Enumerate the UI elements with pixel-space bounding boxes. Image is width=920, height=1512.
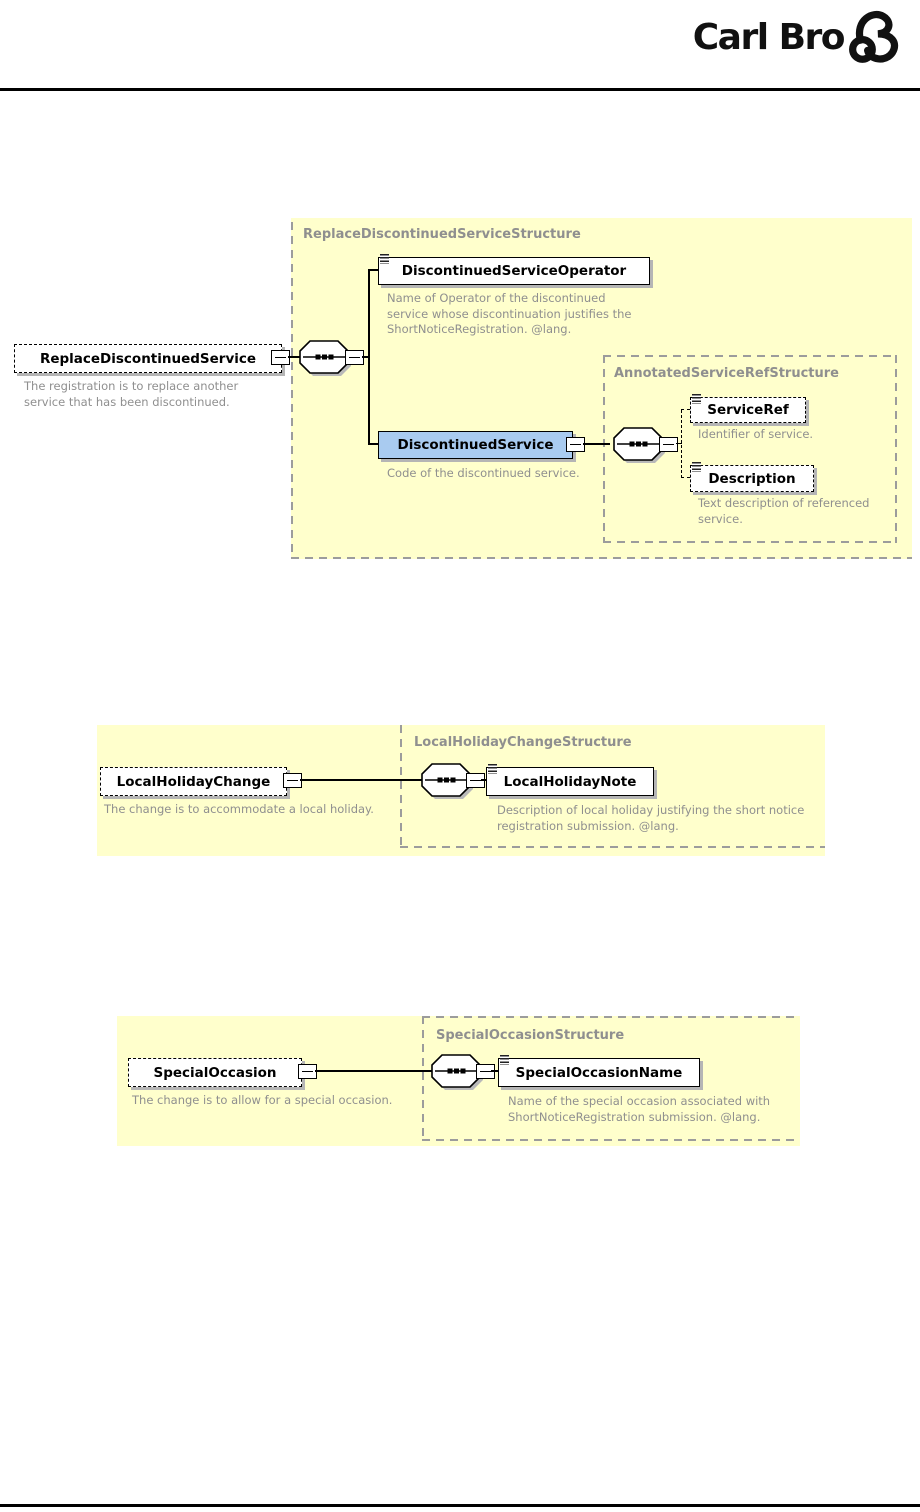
element-specialoccasion: SpecialOccasion — [128, 1058, 302, 1087]
substructure-border-left — [603, 355, 605, 543]
header-rule — [0, 88, 920, 91]
annotation: Identifier of service. — [698, 427, 814, 441]
structure-label: SpecialOccasionStructure — [436, 1028, 625, 1043]
structure-border-left — [400, 725, 402, 848]
element-label: Description — [708, 470, 796, 487]
annotation: Name of Operator of the discontinued ser… — [387, 291, 632, 336]
connector-line-dashed — [681, 477, 690, 478]
annotation: The registration is to replace another s… — [24, 379, 239, 409]
collapse-button — [345, 350, 364, 365]
collapse-button — [659, 437, 678, 452]
text-content-icon — [488, 764, 497, 774]
annotation: Code of the discontinued service. — [387, 466, 580, 480]
annotation: Text description of referenced service. — [698, 496, 870, 526]
element-discontinuedservice: DiscontinuedService — [378, 431, 573, 459]
sequence-icon — [613, 427, 665, 463]
collapse-button — [298, 1064, 317, 1079]
text-content-icon — [692, 394, 701, 404]
text-content-icon — [500, 1055, 509, 1065]
substructure-border-bottom — [603, 541, 897, 543]
element-localholidaynote: LocalHolidayNote — [486, 764, 654, 796]
element-label: DiscontinuedService — [397, 437, 554, 453]
element-label: SpecialOccasion — [153, 1064, 277, 1081]
substructure-border-right — [895, 355, 897, 543]
collapse-button — [271, 350, 290, 365]
element-description: Description — [690, 462, 814, 492]
connector-line — [362, 356, 370, 358]
structure-border-top — [422, 1016, 800, 1018]
annotation: The change is to accommodate a local hol… — [104, 802, 374, 816]
structure-border-left — [291, 222, 293, 557]
element-label: DiscontinuedServiceOperator — [401, 263, 627, 279]
collapse-button — [476, 1064, 495, 1079]
carlbro-logo-icon — [849, 11, 899, 63]
connector-line — [368, 270, 370, 444]
element-label: LocalHolidayNote — [503, 773, 637, 790]
connector-line — [491, 1070, 500, 1072]
element-label: ReplaceDiscontinuedService — [39, 350, 257, 367]
connector-line-dashed — [681, 410, 682, 478]
element-serviceref: ServiceRef — [690, 394, 806, 423]
connector-line — [481, 779, 488, 781]
connector-line — [583, 443, 610, 445]
structure-border-bottom — [422, 1139, 800, 1141]
structure-label: ReplaceDiscontinuedServiceStructure — [303, 227, 581, 242]
connector-line — [368, 269, 378, 271]
element-specialoccasionname: SpecialOccasionName — [498, 1055, 700, 1087]
substructure-label: AnnotatedServiceRefStructure — [614, 366, 839, 381]
element-replacediscontinuedservice: ReplaceDiscontinuedService — [14, 344, 282, 373]
brand-name: Carl Bro — [692, 16, 846, 58]
collapse-button — [283, 773, 302, 788]
element-discontinuedserviceoperator: DiscontinuedServiceOperator — [378, 254, 650, 285]
structure-border-bottom — [400, 846, 825, 848]
header-brand: Carl Bro — [690, 6, 910, 68]
connector-line — [300, 779, 424, 781]
substructure-border-top — [603, 355, 897, 357]
collapse-button — [466, 773, 485, 788]
annotation: Name of the special occasion associated … — [508, 1094, 771, 1124]
connector-line-dashed — [681, 409, 690, 410]
structure-label: LocalHolidayChangeStructure — [414, 735, 632, 750]
element-label: ServiceRef — [707, 402, 789, 418]
annotation: The change is to allow for a special occ… — [132, 1093, 393, 1107]
element-label: LocalHolidayChange — [116, 773, 271, 790]
connector-line — [368, 443, 378, 445]
sequence-icon — [421, 763, 473, 799]
element-label: SpecialOccasionName — [515, 1064, 683, 1081]
structure-border-left — [422, 1016, 424, 1141]
text-content-icon — [380, 254, 389, 264]
text-content-icon — [692, 462, 701, 472]
connector-line-dashed — [676, 443, 682, 444]
connector-line — [288, 356, 300, 358]
structure-border-bottom — [291, 557, 912, 559]
sequence-icon — [299, 340, 351, 376]
element-localholidaychange: LocalHolidayChange — [100, 767, 287, 796]
annotation: Description of local holiday justifying … — [497, 803, 805, 833]
collapse-button — [566, 437, 585, 452]
footer-rule — [0, 1504, 920, 1507]
sequence-icon — [431, 1054, 483, 1090]
connector-line — [315, 1070, 434, 1072]
